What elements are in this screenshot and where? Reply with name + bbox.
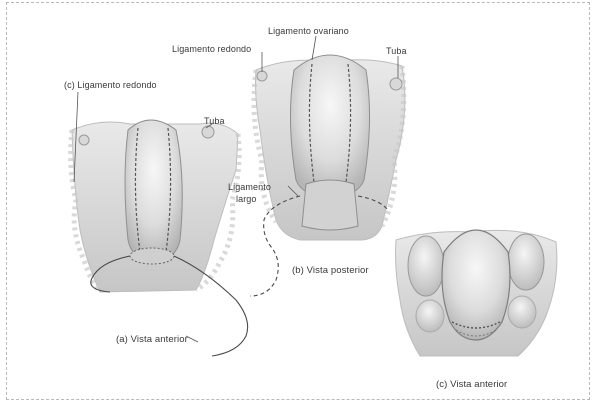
caption-b: (b) Vista posterior [292,266,369,277]
label-b-ovarian-ligament: Ligamento ovariano [268,26,349,36]
label-a-tube: Tuba [204,116,225,126]
label-b-tube: Tuba [386,46,407,56]
label-broad-ligament-line2: largo [236,194,257,204]
label-a-round-ligament: (c) Ligamento redondo [64,80,157,90]
figure-b-posterior [250,36,405,296]
caption-a: (a) Vista anterior [116,335,188,346]
figure-c-anterior [396,230,557,356]
figure-a-cervix [130,248,174,264]
figure-b-uterus [290,55,369,198]
figure-c-uterus [442,230,510,340]
caption-c: (c) Vista anterior [436,380,507,391]
label-broad-ligament-line1: Ligamento [228,182,271,192]
figure-c-left-lobe [408,236,444,296]
figure-c-right-lobe [508,234,544,290]
figure-a-uterus [125,120,182,262]
label-b-round-ligament: Ligamento redondo [172,44,251,54]
figure-a-anterior [71,92,248,356]
